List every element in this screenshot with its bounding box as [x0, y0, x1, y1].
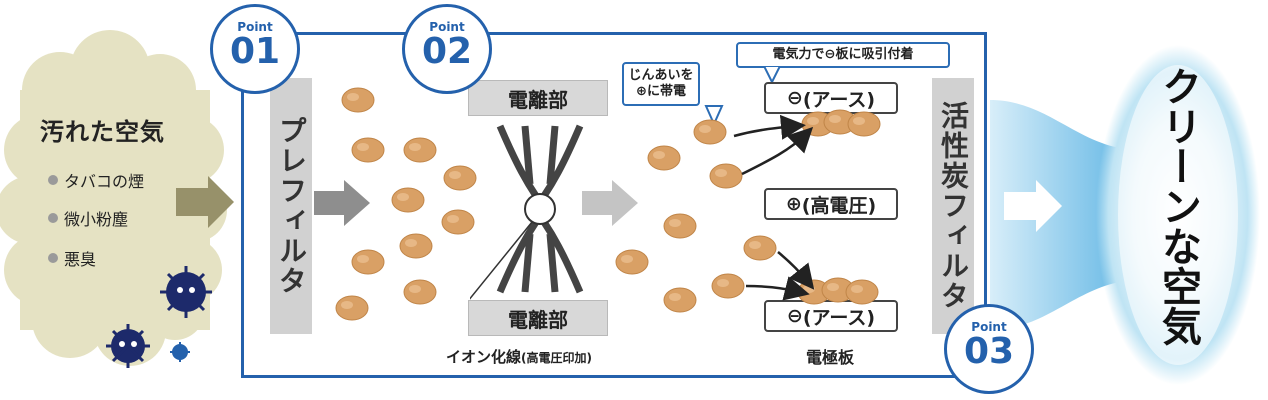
- pre-filter: プレフィルタ: [270, 78, 312, 334]
- outflow-arrow-icon: [1004, 180, 1062, 232]
- germ-icon: [160, 266, 212, 318]
- germ-icon: [170, 342, 190, 362]
- clean-air-glow: [990, 45, 1260, 385]
- carbon-filter: 活性炭フィルタ: [932, 78, 974, 334]
- dirty-air-item: 微小粉塵: [48, 206, 128, 230]
- ionizer-top-label: 電離部: [468, 80, 608, 116]
- point-badge-02: Point 02: [402, 4, 492, 94]
- bullet-icon: [48, 175, 58, 185]
- clean-air-label: クリーンな空気: [1155, 66, 1201, 346]
- flow-arrow-icon: [314, 180, 370, 226]
- minus-circle-icon: ⊖: [786, 87, 803, 109]
- electrode-middle: ⊕(高電圧): [764, 188, 898, 220]
- ionizer-bottom-label: 電離部: [468, 300, 608, 336]
- inflow-arrow-icon: [176, 176, 234, 228]
- dust-icon: [335, 87, 881, 321]
- plus-circle-icon: ⊕: [785, 193, 802, 215]
- ion-wire-label: イオン化線(高電圧印加): [446, 348, 592, 366]
- ionizer-wires-drawing: [470, 124, 584, 300]
- plus-circle-icon: ⊕: [636, 84, 647, 99]
- dirty-air-item: タバコの煙: [48, 168, 144, 192]
- minus-circle-icon: ⊖: [824, 47, 836, 62]
- attract-note: 電気力で⊖板に吸引付着: [736, 42, 950, 68]
- dirty-air-cloud: [0, 30, 227, 368]
- minus-circle-icon: ⊖: [786, 305, 803, 327]
- dirty-air-title: 汚れた空気: [40, 118, 165, 146]
- note-pointers: [704, 66, 782, 127]
- electrode-label: 電極板: [806, 348, 855, 367]
- bullet-icon: [48, 253, 58, 263]
- point-badge-01: Point 01: [210, 4, 300, 94]
- bullet-icon: [48, 213, 58, 223]
- point-badge-03: Point 03: [944, 304, 1034, 394]
- flow-arrow-icon: [582, 180, 638, 226]
- dirty-air-item: 悪臭: [48, 246, 96, 270]
- germ-icon: [106, 324, 150, 368]
- attraction-arrows: [733, 114, 815, 301]
- charge-note: じんあいを ⊕に帯電: [622, 62, 700, 106]
